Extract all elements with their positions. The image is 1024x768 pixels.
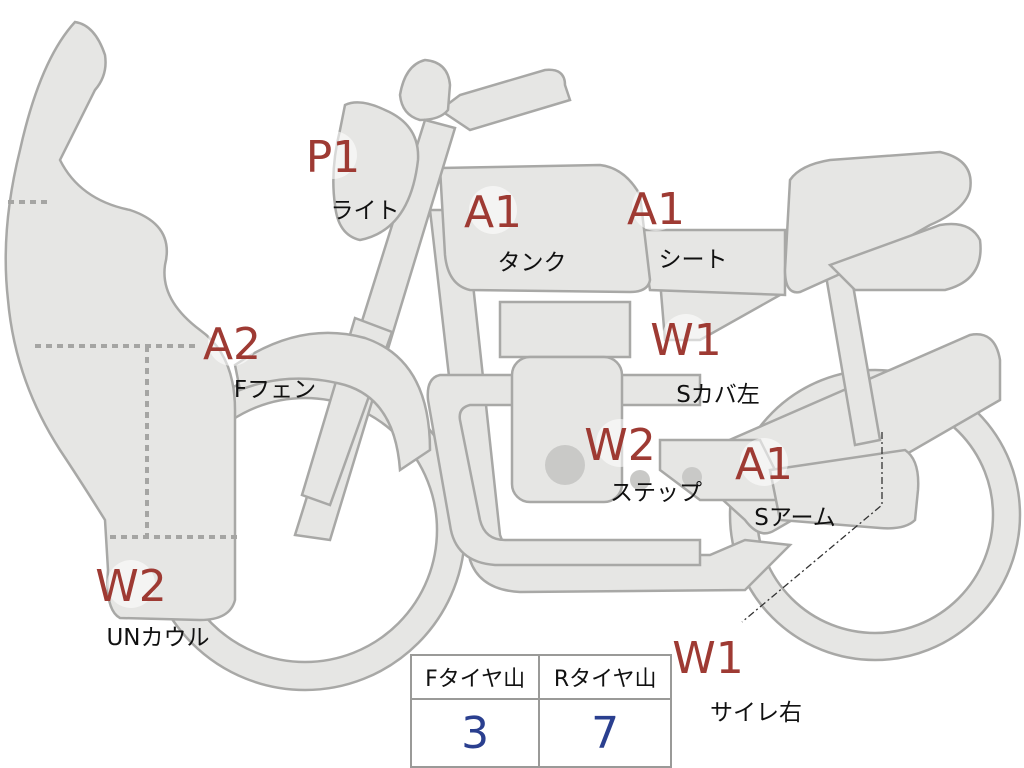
tire-tread-table: Fタイヤ山 Rタイヤ山 3 7 [409,654,672,768]
grade-swing-arm: A1 [735,439,793,490]
label-tank: タンク [498,250,567,276]
part-marker-under-cowl: W2 UNカウル [95,560,210,651]
part-marker-muffler-right: W1 サイレ右 [672,632,802,726]
rear-tire-tread-value: 7 [538,698,672,768]
part-marker-step: W2 ステップ [584,419,702,506]
label-front-fender: Fフェン [234,377,316,403]
grade-front-fender: A2 [203,319,261,370]
rear-cowl [827,222,982,292]
engine [498,300,632,504]
part-marker-side-cover-left: W1 Sカバ左 [650,314,760,408]
label-muffler-right: サイレ右 [710,700,802,726]
headlight [332,101,420,242]
front-cowl [4,20,237,622]
part-marker-front-fender: A2 Fフェン [203,318,316,403]
grade-under-cowl: W2 [95,561,167,612]
grade-light: P1 [306,132,361,183]
grade-step: W2 [584,420,656,471]
part-marker-swing-arm: A1 Sアーム [735,438,836,531]
handlebar [437,68,572,132]
label-side-cover-left: Sカバ左 [676,382,760,408]
mirror [398,58,452,122]
seat-shape [783,150,972,294]
label-swing-arm: Sアーム [754,505,836,531]
cowl-zone-lines [8,200,238,539]
part-marker-seat: A1 シート [627,183,728,273]
rear-tire-tread-header: Rタイヤ山 [538,654,672,700]
label-light: ライト [331,198,400,224]
muffler [768,448,920,530]
label-under-cowl: UNカウル [106,625,209,651]
grade-seat: A1 [627,184,685,235]
label-step: ステップ [610,480,702,506]
front-tire-tread-value: 3 [409,698,541,768]
part-marker-light: P1 ライト [306,131,400,224]
grade-muffler-right: W1 [672,633,744,684]
part-marker-tank: A1 タンク [464,186,567,276]
front-fender-shape [233,331,432,473]
exhaust-pipe [426,373,702,567]
grade-side-cover-left: W1 [650,315,722,366]
front-tire-tread-header: Fタイヤ山 [409,654,541,700]
step-peg-right [682,467,702,487]
label-seat: シート [659,247,728,273]
step-peg-left [630,470,650,490]
grade-tank: A1 [464,187,522,238]
